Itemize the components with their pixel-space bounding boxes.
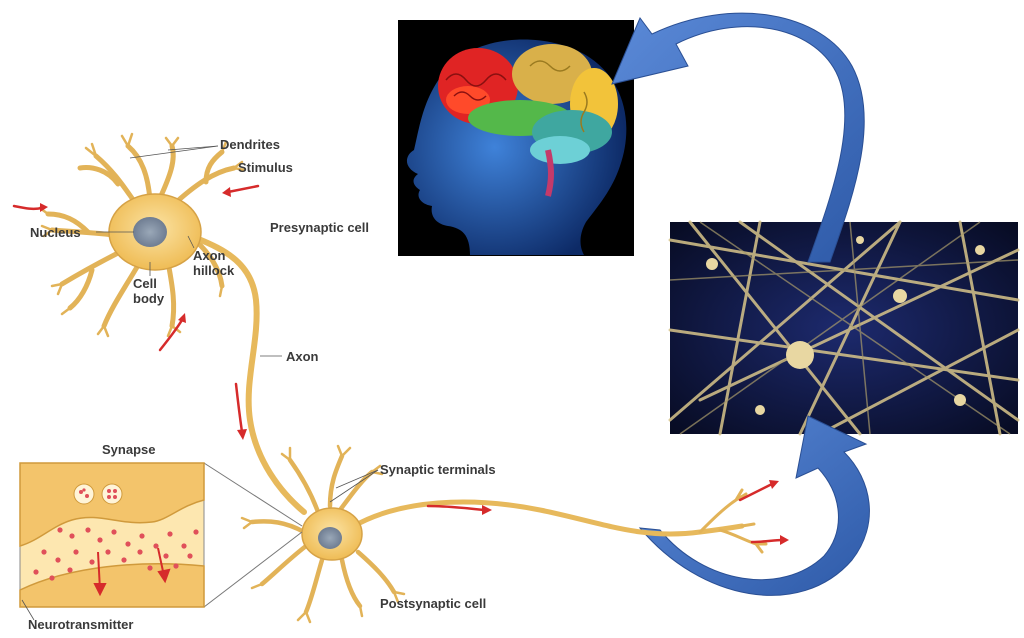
label-stimulus: Stimulus xyxy=(238,160,293,175)
label-postsynaptic-cell: Postsynaptic cell xyxy=(380,596,486,611)
neural-network-image xyxy=(670,222,1018,434)
flow-arrow-neuron-to-network xyxy=(640,416,869,595)
label-axon-hillock: Axon hillock xyxy=(193,248,247,278)
nucleus xyxy=(133,217,167,247)
label-nucleus: Nucleus xyxy=(30,225,81,240)
label-cell-body: Cell body xyxy=(133,276,169,306)
axon xyxy=(196,238,304,512)
brain-image xyxy=(398,20,634,256)
presynaptic-neuron xyxy=(40,134,304,512)
label-synapse: Synapse xyxy=(102,442,155,457)
label-dendrites: Dendrites xyxy=(220,137,280,152)
label-neurotransmitter: Neurotransmitter xyxy=(28,617,133,632)
label-synaptic-terminals: Synaptic terminals xyxy=(380,462,496,477)
label-axon: Axon xyxy=(286,349,319,364)
label-presynaptic-cell: Presynaptic cell xyxy=(270,220,370,235)
postsynaptic-neuron xyxy=(242,446,766,622)
